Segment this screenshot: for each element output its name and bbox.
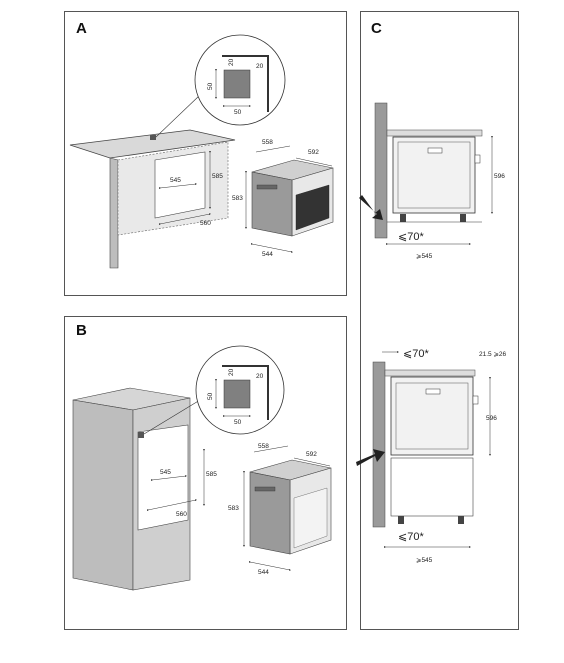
tall-cabinet-left: [72, 399, 134, 591]
c-top-wall: [374, 102, 388, 239]
b-oven-depth: 558: [258, 443, 269, 450]
c-bottom-arrow: [356, 449, 385, 466]
b-detail-d1: 20: [228, 368, 235, 376]
vent-square: [223, 69, 251, 99]
oven-side: [251, 171, 293, 237]
cabinet-side: [109, 157, 119, 269]
detail-wall: [222, 55, 269, 112]
c-top-shelf: [386, 129, 483, 137]
a-detail-d2: 20: [256, 63, 264, 70]
a-oven-width: 592: [308, 149, 319, 156]
panel-a-letter: A: [76, 20, 87, 37]
cabinet-opening: [154, 151, 206, 219]
b-cab-depth: 545: [160, 469, 171, 476]
a-oven-base: 544: [262, 251, 273, 258]
c-bottom-depth: ⩾545: [416, 557, 433, 564]
c-top-gap: ⩽70*: [398, 231, 424, 243]
b-oven-base: 544: [258, 569, 269, 576]
a-cab-width: 560: [200, 220, 211, 227]
c-bottom-oven: [390, 376, 474, 456]
b-cab-height: 585: [206, 471, 217, 478]
b-detail-d2: 20: [256, 373, 264, 380]
b-oven-height: 583: [228, 505, 239, 512]
detail-callout-line: [155, 94, 201, 138]
a-oven-height: 583: [232, 195, 243, 202]
a-detail-d3: 50: [207, 82, 214, 90]
c-top-arrow: [359, 195, 383, 220]
panel-a-drawing: 20 20 50 50 545 585 560 558 592 583 544: [69, 34, 334, 269]
c-bottom-gap: ⩽70*: [398, 531, 424, 543]
c-bottom-height: 596: [486, 415, 497, 422]
a-oven-depth: 558: [262, 139, 273, 146]
oven-handle: [256, 184, 278, 190]
panel-c-letter: C: [371, 20, 382, 37]
panel-c-drawing: 596 ⩽70* ⩾545 ⩽70* 21.5 ⩾26 596 ⩽70* ⩾54…: [356, 102, 507, 564]
c-bottom-wall: [372, 361, 386, 528]
a-cab-height: 585: [212, 173, 223, 180]
oven-door-glass: [295, 184, 330, 231]
c-bottom-right: 21.5 ⩾26: [479, 351, 507, 358]
a-detail-d1: 20: [228, 58, 235, 66]
a-detail-d4: 50: [234, 109, 242, 116]
c-bottom-gap-top: ⩽70*: [403, 348, 429, 360]
c-bottom-base-cabinet: [390, 457, 474, 517]
b-oven-width: 592: [306, 451, 317, 458]
b-detail-d3: 50: [207, 392, 214, 400]
c-top-height: 596: [494, 173, 505, 180]
a-cab-depth: 545: [170, 177, 181, 184]
panel-b-letter: B: [76, 322, 87, 339]
b-cab-width: 560: [176, 511, 187, 518]
vent-cutout: [150, 135, 156, 140]
panel-b-drawing: 20 20 50 50 545 585 560 558 592 583 544: [72, 345, 332, 591]
c-top-depth: ⩾545: [416, 253, 433, 260]
b-detail-d4: 50: [234, 419, 242, 426]
